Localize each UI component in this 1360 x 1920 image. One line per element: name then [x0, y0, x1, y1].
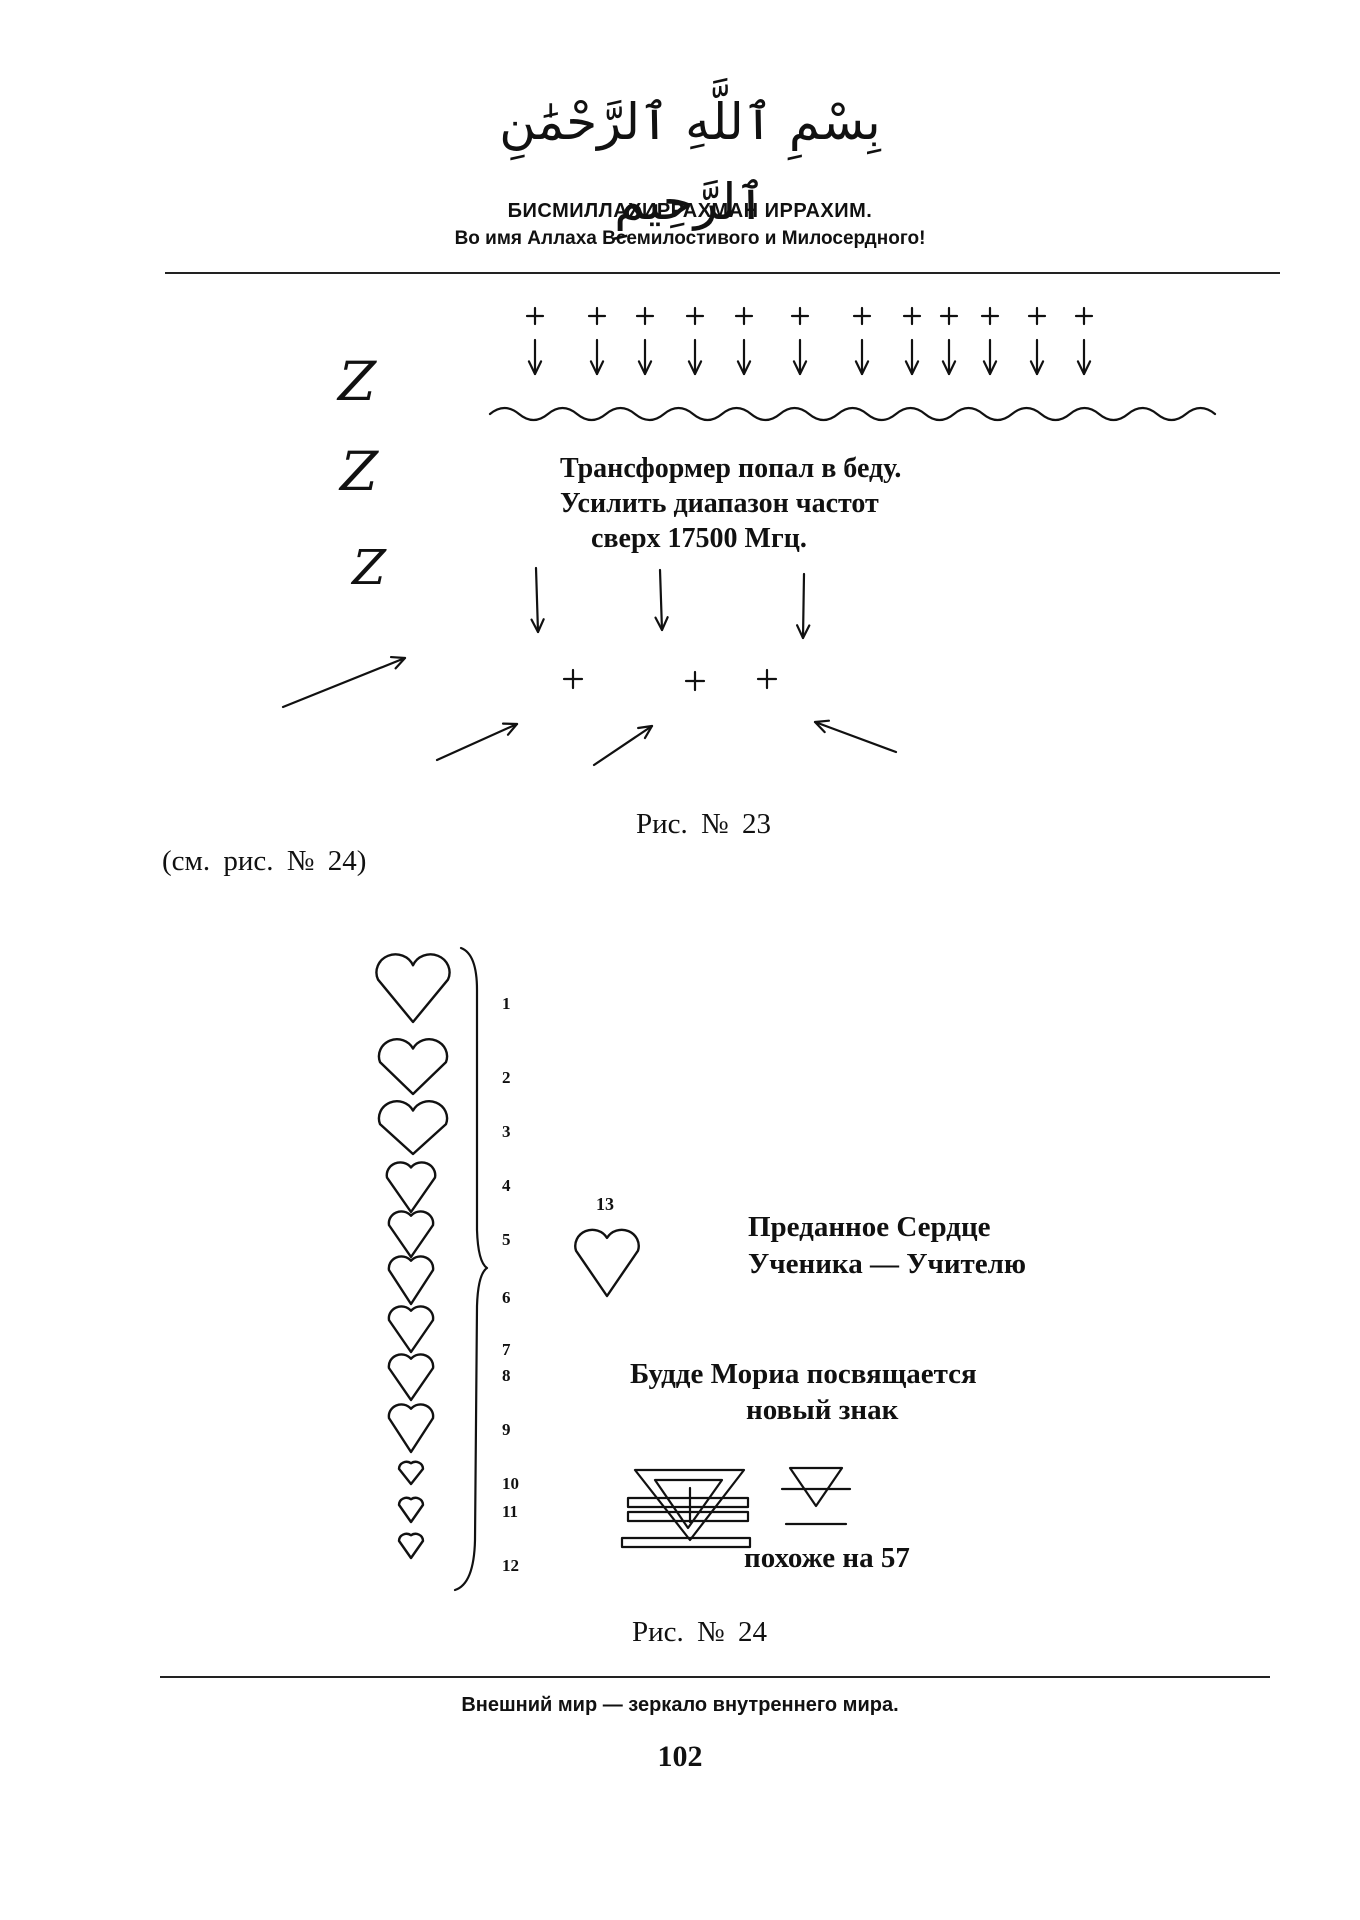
down-arrow — [534, 566, 540, 634]
heart-number: 6 — [502, 1288, 511, 1307]
new-sign-bar — [626, 1496, 750, 1509]
down-arrow-head — [1076, 360, 1092, 376]
figure-23-text-line: Трансформер попал в беду. — [560, 453, 902, 484]
heart-shape — [397, 1532, 425, 1560]
heart-shape — [397, 1460, 425, 1486]
dedication-text: новый знак — [746, 1394, 899, 1426]
heart-number: 2 — [502, 1068, 511, 1087]
down-arrow-head — [654, 616, 669, 632]
heart-number: 8 — [502, 1366, 511, 1385]
figure-23-caption: Рис. № 23 — [636, 808, 771, 840]
dedication-text: Будде Мориа посвящается — [630, 1358, 977, 1390]
heart-shape — [387, 1403, 435, 1454]
diagonal-arrow-head — [813, 719, 831, 734]
heart-number: 3 — [502, 1122, 511, 1141]
down-arrow-head — [941, 360, 957, 376]
down-arrow-head — [796, 624, 811, 640]
new-sign-triangle — [633, 1468, 746, 1542]
down-arrow-head — [527, 360, 543, 376]
header-rule — [165, 272, 1280, 274]
footer-motto: Внешний мир — зеркало внутреннего мира. — [461, 1694, 899, 1716]
diagonal-arrow-head — [389, 655, 407, 670]
heart-number: 1 — [502, 994, 511, 1013]
down-arrow-head — [792, 360, 808, 376]
new-sign-triangle — [653, 1478, 724, 1530]
down-arrow-head — [736, 360, 752, 376]
down-arrow-head — [982, 360, 998, 376]
figure-23-drawing — [281, 306, 1217, 767]
down-arrow-head — [1029, 360, 1045, 376]
heart-number: 9 — [502, 1420, 511, 1439]
heart-shape — [387, 1305, 435, 1354]
heart-number: 12 — [502, 1556, 519, 1575]
similar-sign-triangle — [788, 1466, 844, 1508]
figure-24-caption: Рис. № 24 — [632, 1616, 767, 1648]
heart-number: 10 — [502, 1474, 519, 1493]
heart-shape — [387, 1255, 435, 1306]
heart-shape — [385, 1161, 437, 1214]
diagonal-arrow — [592, 724, 654, 767]
figure-24-reference: (см. рис. № 24) — [162, 845, 367, 877]
diagonal-arrow — [813, 720, 898, 754]
heart-13-label: 13 — [596, 1194, 614, 1214]
down-arrow — [658, 568, 664, 632]
down-arrow-head — [854, 360, 870, 376]
diagonal-arrow — [435, 722, 519, 762]
down-arrow — [801, 572, 806, 640]
brace — [453, 946, 489, 1592]
devoted-heart-text: Преданное Сердце — [748, 1211, 991, 1243]
figure-23-text-line: сверх 17500 Мгц. — [591, 523, 807, 554]
diagonal-arrow-head — [637, 724, 654, 740]
similar-to-57-text: похоже на 57 — [744, 1542, 910, 1574]
heart-shape — [387, 1210, 435, 1259]
header-subtitle: Во имя Аллаха Всемилостивого и Милосердн… — [454, 228, 926, 249]
heart-number: 7 — [502, 1340, 511, 1359]
heart-shape — [387, 1353, 435, 1402]
diagonal-arrow — [281, 656, 407, 709]
heart-number: 4 — [502, 1176, 511, 1195]
figure-23-text-line: Усилить диапазон частот — [560, 488, 879, 519]
footer-rule — [160, 1676, 1270, 1678]
down-arrow-head — [589, 360, 605, 376]
diagonal-arrow-head — [501, 722, 519, 736]
heart-13-shape — [574, 1228, 640, 1298]
heart-shape — [377, 1100, 449, 1156]
heart-shape — [375, 953, 451, 1024]
basmala-calligraphy: بِسْمِ ٱللَّهِ ٱلرَّحْمَٰنِ ٱلرَّحِيمِ — [499, 93, 881, 231]
down-arrow-head — [904, 360, 920, 376]
heart-shape — [397, 1496, 425, 1524]
down-arrow-head — [687, 360, 703, 376]
page-number: 102 — [657, 1740, 703, 1773]
new-sign-bar — [620, 1536, 752, 1549]
heart-number: 5 — [502, 1230, 511, 1249]
down-arrow-head — [637, 360, 653, 376]
devoted-heart-text: Ученика — Учителю — [748, 1248, 1027, 1280]
header-title: БИСМИЛЛАХИРРАХМАН ИРРАХИМ. — [507, 200, 873, 222]
heart-shape — [377, 1038, 449, 1096]
new-sign-bar — [626, 1510, 750, 1523]
down-arrow-head — [530, 618, 545, 634]
wavy-line — [488, 406, 1217, 422]
heart-number: 11 — [502, 1502, 519, 1521]
